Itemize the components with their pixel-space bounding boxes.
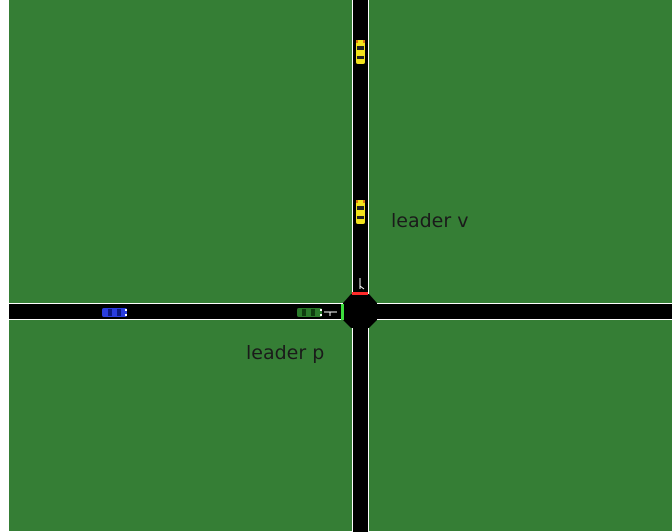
leader-p-label: leader p	[246, 344, 324, 363]
grass-area	[9, 0, 672, 531]
north-approach-signal-red	[352, 292, 368, 295]
north-south-road-edge-left	[352, 0, 353, 532]
leader-v-label: leader v	[391, 212, 468, 231]
north-south-road	[352, 0, 369, 532]
vehicle-yellow-car-2	[356, 200, 365, 224]
vehicle-yellow-car-1	[356, 40, 365, 64]
west-east-road-edge-bottom	[9, 319, 672, 320]
west-east-road-edge-top	[9, 303, 672, 304]
junction-area	[343, 294, 377, 328]
west-approach-signal-green	[341, 304, 344, 320]
vehicle-green-car	[297, 308, 322, 317]
vehicle-blue-car	[102, 308, 127, 317]
north-south-road-edge-right	[368, 0, 369, 532]
